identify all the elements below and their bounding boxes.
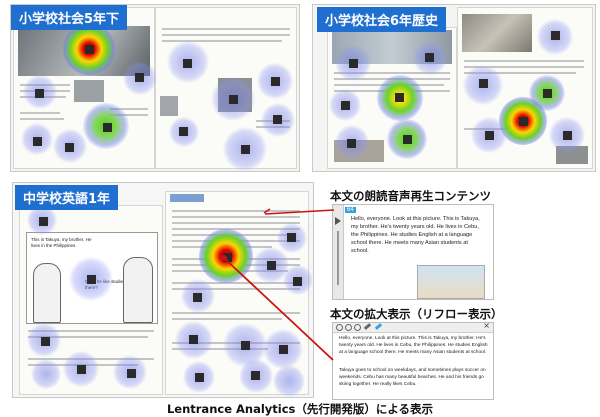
marker-icon[interactable]	[374, 323, 383, 330]
play-icon[interactable]	[335, 217, 341, 225]
speech-bubble-1: This is Takuya, my brother. He lives in …	[31, 237, 92, 248]
panel-elementary-social-5: 小学校社会5年下	[10, 4, 300, 172]
panel-title: 小学校社会5年下	[11, 5, 128, 30]
zoom-in-icon[interactable]	[345, 324, 352, 331]
panel-junior-high-english-1: 中学校英語1年 This is Takuya, my brother. He l…	[12, 182, 314, 398]
painting-image	[462, 14, 532, 52]
illustration-frame: This is Takuya, my brother. He lives in …	[26, 232, 158, 324]
panel-title: 小学校社会6年歴史	[317, 7, 447, 32]
character-left	[33, 263, 61, 323]
zoom-out-icon[interactable]	[354, 324, 361, 331]
zoom-content-label: 本文の拡大表示（リフロー表示）	[330, 307, 503, 321]
pen-icon[interactable]	[363, 323, 372, 330]
audio-preview-window: 64 Hello, everyone. Look at this picture…	[332, 204, 494, 300]
zoom-paragraph-1: Hello, everyone. Look at this picture. T…	[339, 336, 488, 355]
audio-content-label: 本文の朗読音声再生コンテンツ	[330, 189, 491, 203]
panel-elementary-social-6-history: 小学校社会6年歴史	[312, 4, 596, 172]
zoom-preview-window: × Hello, everyone. Look at this picture.…	[332, 321, 494, 400]
audio-player-strip	[333, 205, 344, 299]
audio-passage-text: Hello, everyone. Look at this picture. T…	[351, 216, 480, 254]
zoom-toolbar: ×	[333, 321, 493, 333]
volume-slider[interactable]	[337, 231, 339, 285]
portrait-photo	[160, 96, 178, 116]
zoom-paragraph-2: Takuya goes to school on weekdays, and s…	[339, 368, 486, 387]
small-photo	[74, 80, 104, 102]
character-right	[123, 257, 153, 323]
close-icon[interactable]: ×	[483, 321, 490, 330]
audio-illustration	[417, 265, 485, 299]
search-icon[interactable]	[336, 324, 343, 331]
figure-caption: Lentrance Analytics（先行開発版）による表示	[166, 402, 434, 416]
panel-title: 中学校英語1年	[15, 185, 119, 210]
page-number-badge: 64	[345, 207, 356, 213]
